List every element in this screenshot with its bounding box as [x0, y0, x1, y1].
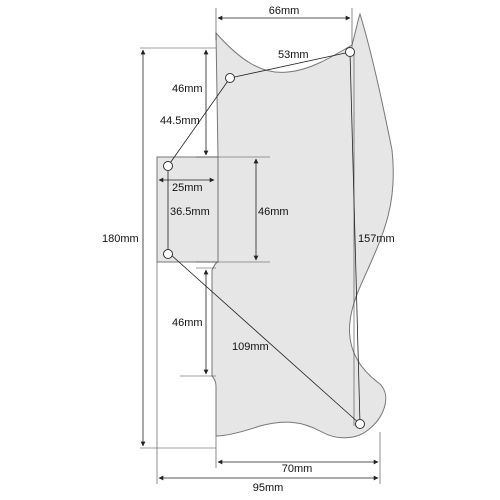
label-overall-width: 95mm: [253, 482, 284, 494]
mounting-hole-upper-left: [163, 161, 173, 171]
label-hole-top-span: 53mm: [278, 49, 309, 61]
mounting-hole-lower-left: [163, 249, 173, 259]
label-right-span: 157mm: [358, 233, 395, 245]
mounting-hole-top-left: [225, 73, 235, 83]
dim-line-upper-hole-offset: [167, 77, 231, 167]
label-cutout-height: 46mm: [258, 206, 289, 218]
label-overall-height: 180mm: [102, 233, 139, 245]
dim-line-hole-top-span: [229, 51, 351, 79]
mounting-hole-bottom-right: [355, 419, 365, 429]
mounting-hole-top-right: [345, 47, 355, 57]
label-upper-hole-offset: 44.5mm: [160, 115, 200, 127]
label-lower-vertical: 46mm: [172, 317, 203, 329]
label-top-width: 66mm: [269, 5, 300, 17]
label-lower-diagonal: 109mm: [232, 341, 269, 353]
dim-line-lower-diagonal: [169, 253, 361, 425]
cutout-rectangle: [156, 156, 219, 263]
label-upper-vertical: 46mm: [172, 83, 203, 95]
label-bottom-width: 70mm: [282, 463, 313, 475]
dim-line-right-span: [349, 51, 361, 425]
pickguard-shape: [156, 12, 394, 439]
label-cutout-inner-height: 36.5mm: [170, 206, 210, 218]
label-cutout-width: 25mm: [172, 182, 203, 194]
